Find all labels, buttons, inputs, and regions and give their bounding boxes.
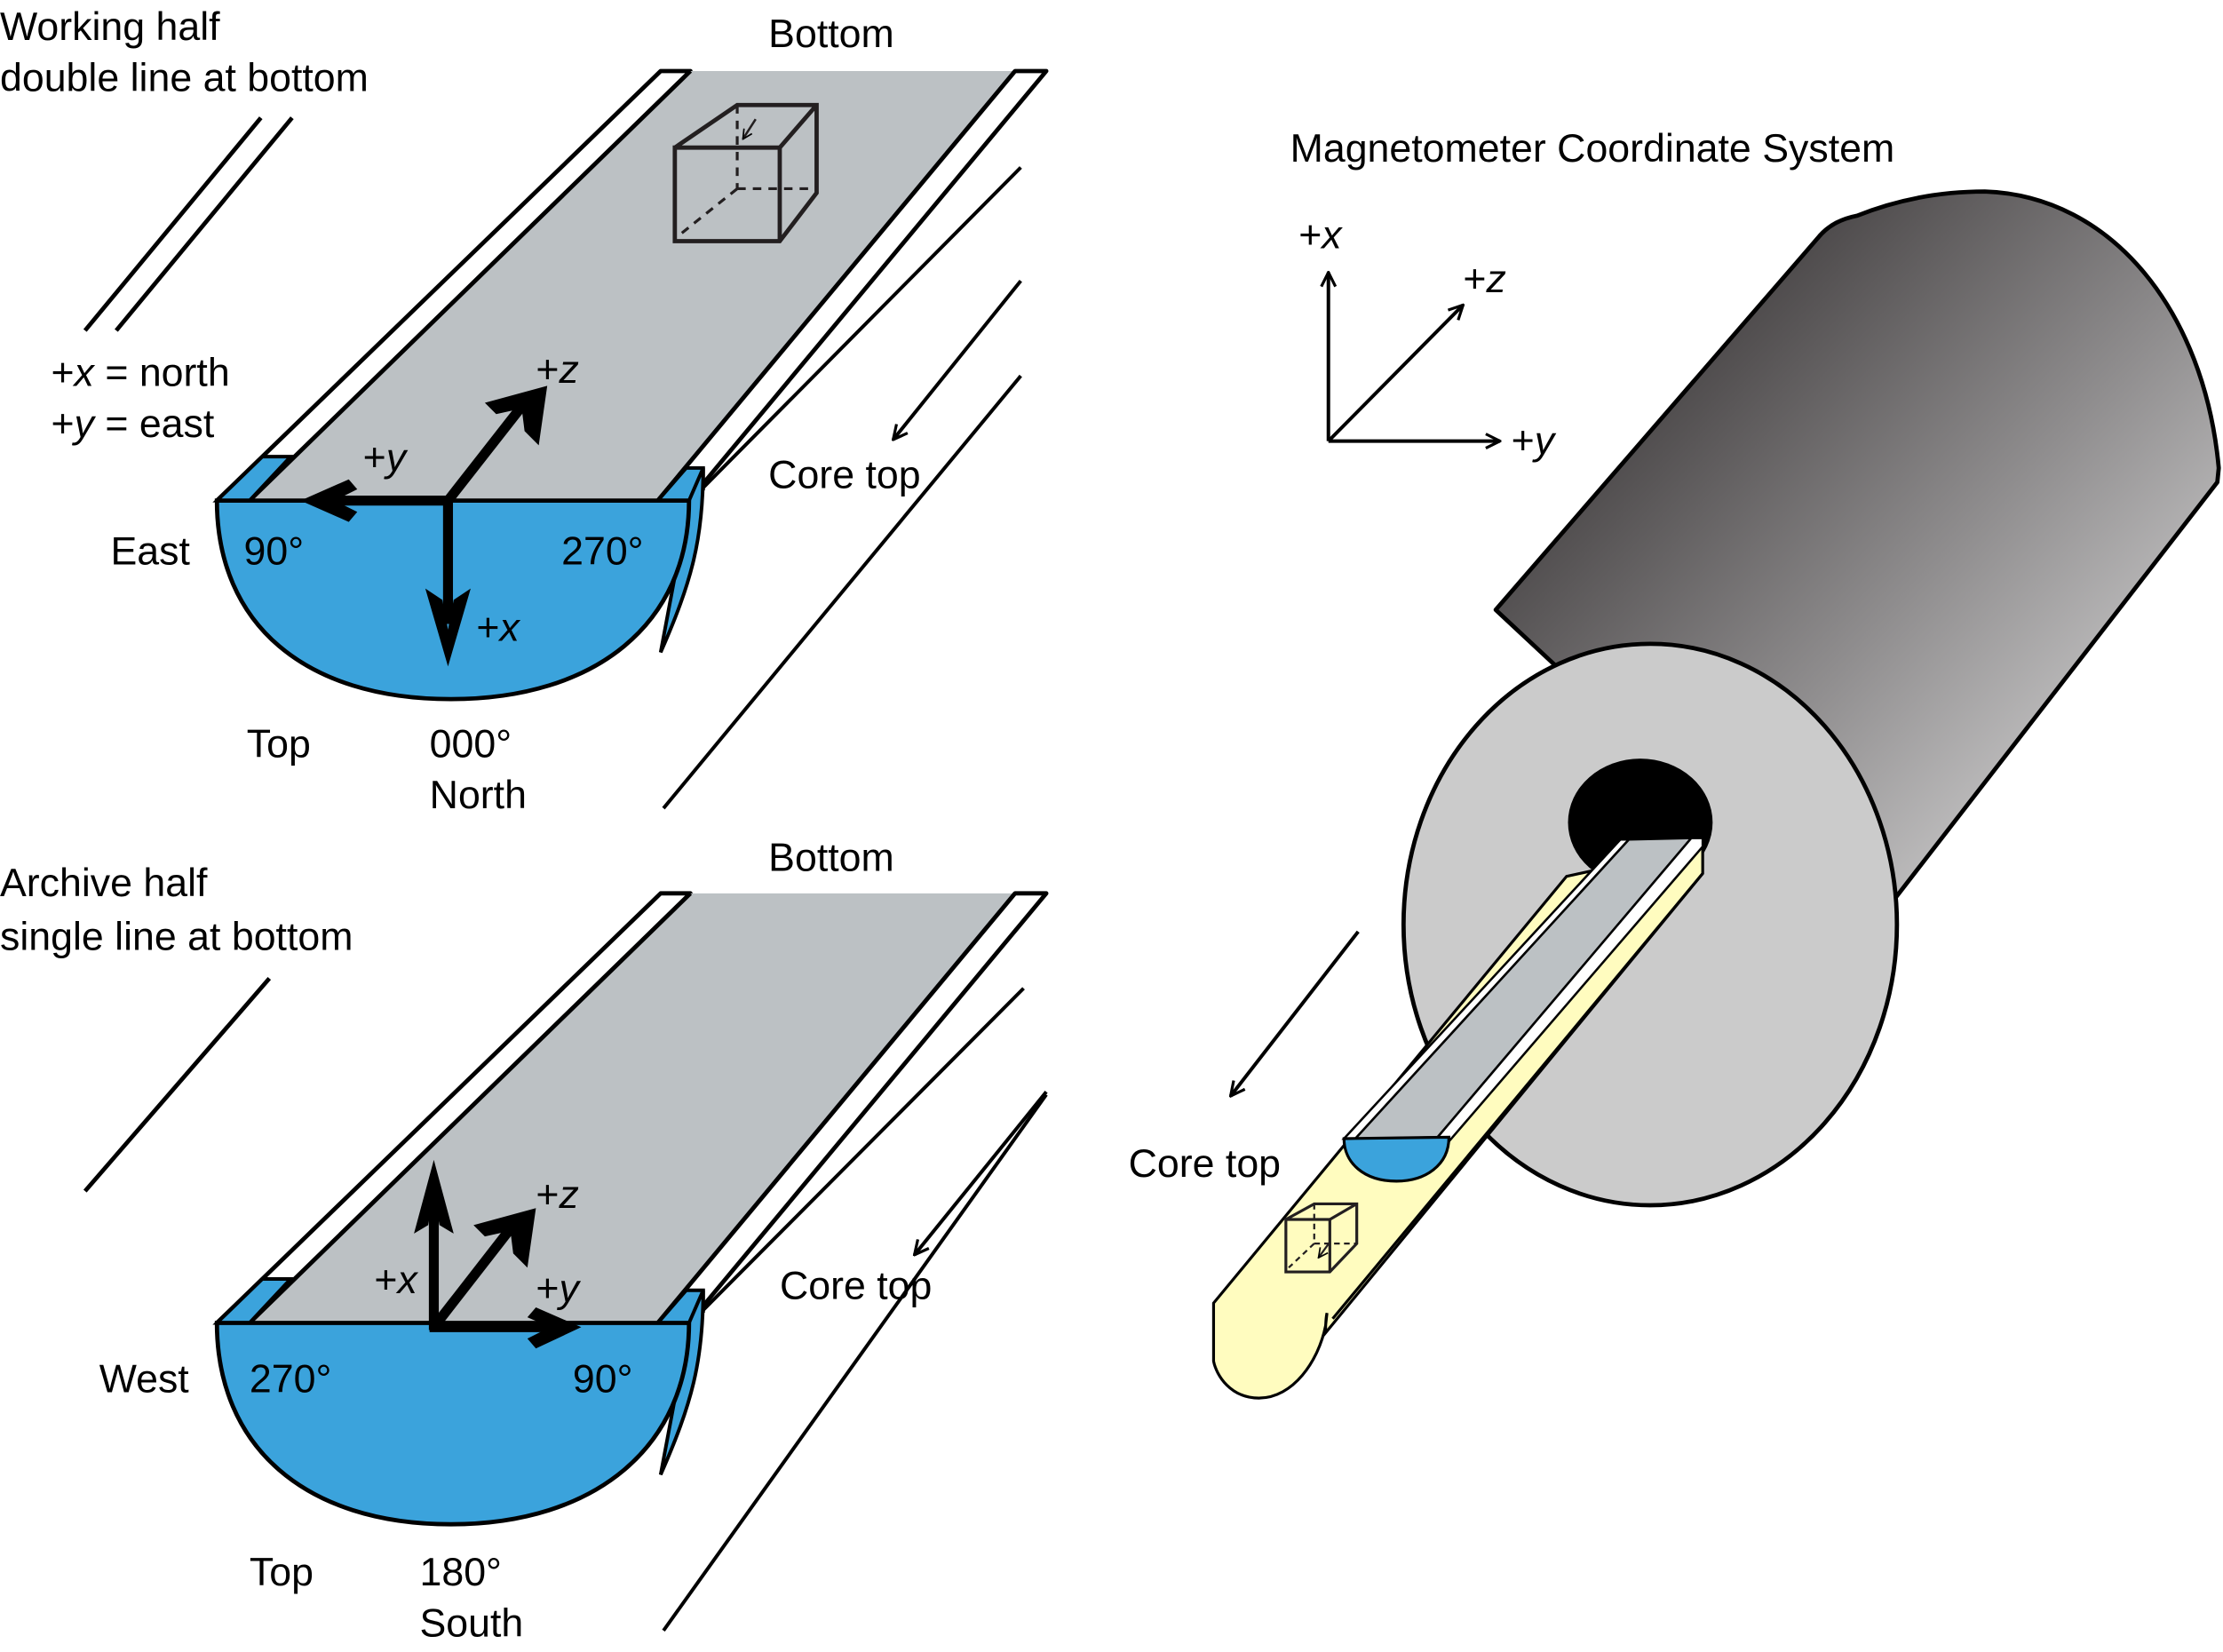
- angle-270: 270°: [561, 529, 643, 573]
- archive-half-title: Archive half: [0, 862, 208, 905]
- magnetometer-title: Magnetometer Coordinate System: [1290, 127, 1895, 171]
- top-label: Top: [247, 723, 311, 766]
- split-face: [249, 70, 1015, 501]
- direction-north: North: [430, 774, 527, 817]
- axis-z-label: +z: [536, 1173, 578, 1217]
- bottom-label: Bottom: [768, 12, 894, 56]
- axis-z-label: +z: [1463, 258, 1505, 301]
- axis-y-label: +y: [363, 436, 409, 480]
- core-end-semicircle: [214, 1321, 692, 1527]
- core-top-label: Core top: [780, 1264, 932, 1307]
- axis-y-label: +y: [536, 1267, 581, 1311]
- working-half-subtitle: double line at bottom: [0, 56, 369, 99]
- tray-core-end: [1342, 1135, 1451, 1183]
- archive-half-diagram: Archive half single line at bottom Botto…: [0, 836, 1049, 1645]
- sample-cube: [672, 102, 819, 243]
- split-face: [249, 893, 1015, 1323]
- working-half-diagram: Working half double line at bottom +x = …: [0, 5, 1049, 817]
- magnetometer-axes: [1329, 273, 1500, 441]
- archive-half-subtitle: single line at bottom: [0, 916, 353, 959]
- convention-x-north: +x = north: [51, 351, 229, 394]
- axis-z-label: +z: [536, 348, 578, 392]
- azimuth-000: 000°: [430, 723, 512, 766]
- side-label-east: East: [111, 529, 191, 573]
- working-half-axes: [300, 385, 548, 667]
- archive-half-axes: [414, 1159, 582, 1349]
- azimuth-180: 180°: [420, 1551, 502, 1594]
- axis-x-label: +x: [1298, 214, 1343, 258]
- bottom-label: Bottom: [768, 836, 894, 879]
- angle-270: 270°: [250, 1358, 331, 1402]
- double-line-symbol-a: [83, 116, 263, 332]
- core-top-label: Core top: [768, 453, 920, 496]
- axis-y-label: +y: [1512, 419, 1557, 463]
- single-line-symbol: [83, 977, 272, 1193]
- top-label: Top: [250, 1551, 314, 1594]
- axis-x-label: +x: [476, 607, 520, 650]
- convention-y-east: +y = east: [51, 402, 214, 446]
- side-label-west: West: [99, 1358, 190, 1402]
- direction-south: South: [420, 1601, 524, 1645]
- double-line-symbol-b: [115, 116, 294, 332]
- angle-90: 90°: [573, 1358, 633, 1402]
- core-top-arrow: [1231, 930, 1360, 1096]
- tray-sample-cube: [1284, 1202, 1359, 1274]
- magnetometer-diagram: Magnetometer Coordinate System +x +y +z: [1129, 127, 2221, 1400]
- angle-90: 90°: [244, 529, 305, 573]
- core-top-label: Core top: [1129, 1142, 1281, 1186]
- core-top-arrow: [915, 1091, 1048, 1255]
- axis-x-label: +x: [374, 1259, 418, 1302]
- core-top-arrow: [893, 279, 1022, 440]
- working-half-title: Working half: [0, 5, 220, 49]
